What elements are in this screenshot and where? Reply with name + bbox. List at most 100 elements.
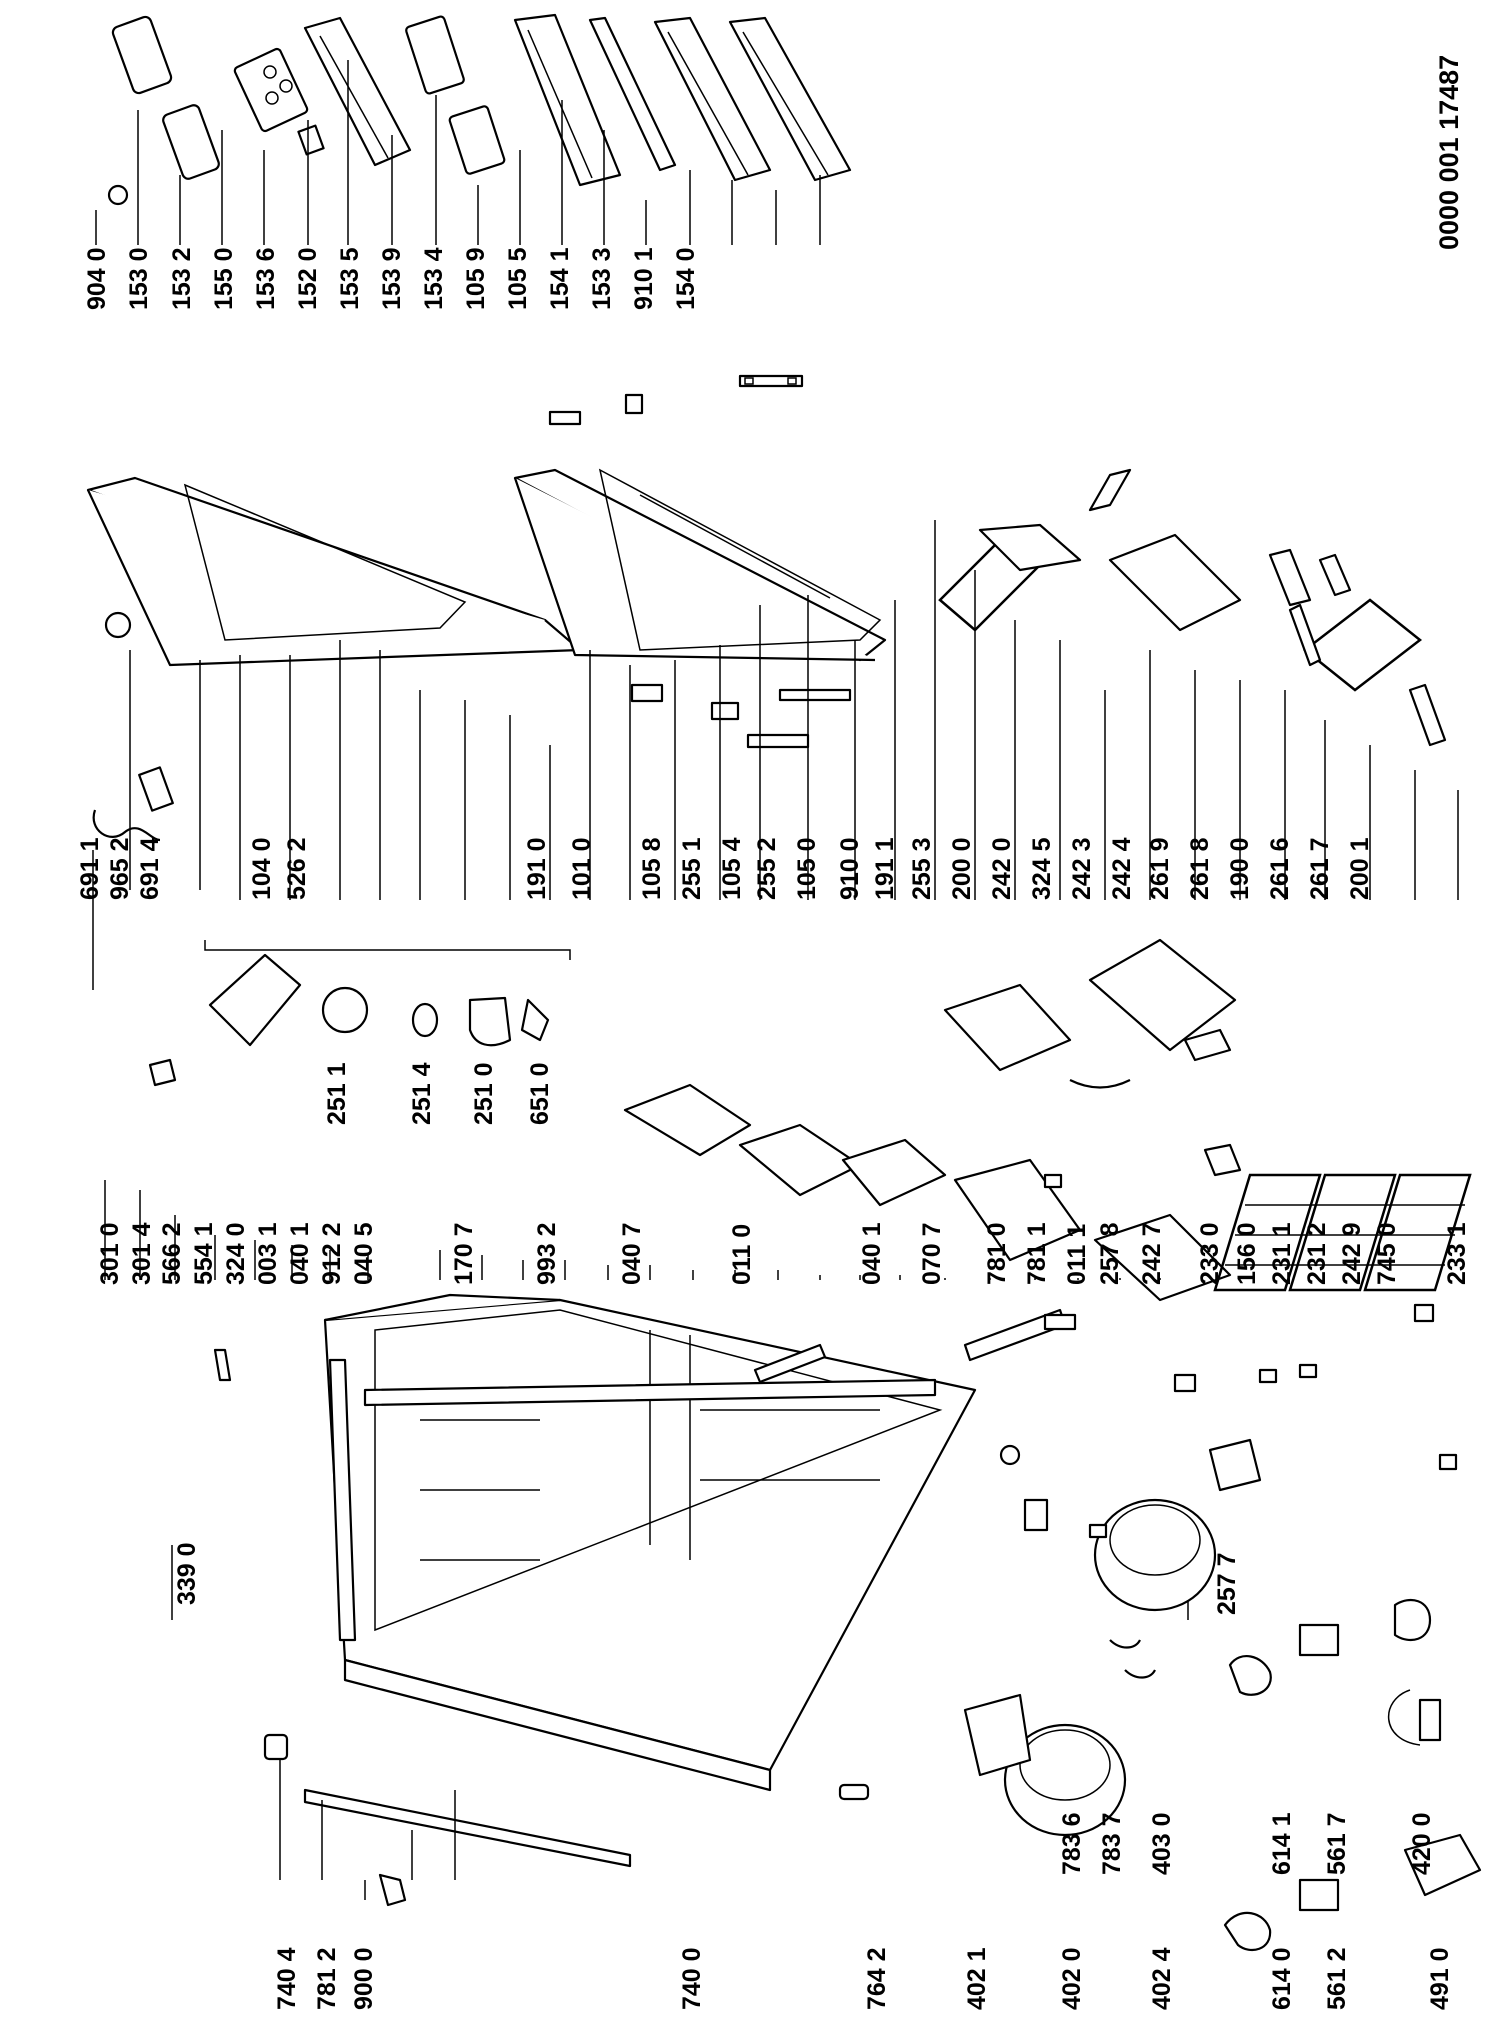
part-number-label: 402 0 — [1058, 1947, 1086, 2010]
part-number-label: 153 2 — [168, 247, 196, 310]
part-number-label: 257 8 — [1096, 1222, 1124, 1285]
part-number-label: 105 9 — [462, 247, 490, 310]
part-number-label: 403 0 — [1148, 1812, 1176, 1875]
part-number-label: 255 1 — [678, 837, 706, 900]
part-number-label: 745 0 — [1373, 1222, 1401, 1285]
part-number-label: 153 5 — [336, 247, 364, 310]
part-number-label: 783 6 — [1058, 1812, 1086, 1875]
part-number-label: 105 0 — [793, 837, 821, 900]
part-number-label: 156 0 — [1233, 1222, 1261, 1285]
part-number-label: 781 1 — [1023, 1222, 1051, 1285]
part-number-label: 261 8 — [1186, 837, 1214, 900]
part-number-label: 153 9 — [378, 247, 406, 310]
part-number-label: 561 7 — [1323, 1812, 1351, 1875]
part-number-label: 965 2 — [106, 837, 134, 900]
wire-racks — [1203, 1143, 1472, 1292]
lamp-fan-group — [92, 766, 571, 1047]
part-number-label: 740 0 — [678, 1947, 706, 2010]
part-number-label: 154 1 — [546, 247, 574, 310]
part-number-label: 255 3 — [908, 837, 936, 900]
part-number-label: 261 9 — [1146, 837, 1174, 900]
part-number-label: 104 0 — [248, 837, 276, 900]
part-number-label: 651 0 — [526, 1062, 554, 1125]
part-number-label: 191 0 — [523, 837, 551, 900]
part-number-label: 324 5 — [1028, 837, 1056, 900]
part-number-label: 301 0 — [96, 1222, 124, 1285]
part-number-label: 040 7 — [618, 1222, 646, 1285]
part-number-label: 105 4 — [718, 837, 746, 900]
part-number-label: 339 0 — [173, 1542, 201, 1605]
part-number-label: 190 0 — [1226, 837, 1254, 900]
part-number-label: 154 0 — [672, 247, 700, 310]
door-assemblies — [86, 468, 887, 749]
part-number-label: 233 0 — [1196, 1222, 1224, 1285]
part-number-label: 070 7 — [918, 1222, 946, 1285]
door-shelf-parts — [107, 13, 852, 426]
part-number-label: 153 4 — [420, 247, 448, 310]
part-number-label: 402 1 — [963, 1947, 991, 2010]
part-number-label: 242 0 — [988, 837, 1016, 900]
part-number-label: 153 3 — [588, 247, 616, 310]
refrigerator-cabinet — [323, 1293, 977, 1792]
part-number-label: 231 2 — [1303, 1222, 1331, 1285]
part-number-label: 251 1 — [323, 1062, 351, 1125]
part-number-label: 781 2 — [313, 1947, 341, 2010]
part-number-label: 233 1 — [1443, 1222, 1471, 1285]
part-number-label: 153 0 — [125, 247, 153, 310]
document-number: 0000 001 17487 — [1434, 55, 1464, 250]
part-number-label: 566 2 — [158, 1222, 186, 1285]
part-number-label: 420 0 — [1408, 1812, 1436, 1875]
part-number-label: 040 5 — [350, 1222, 378, 1285]
part-number-label: 011 0 — [728, 1224, 756, 1285]
part-number-label: 614 0 — [1268, 1947, 1296, 2010]
part-number-label: 170 7 — [450, 1222, 478, 1285]
part-number-label: 153 6 — [252, 247, 280, 310]
part-number-label: 912 2 — [318, 1222, 346, 1285]
part-number-label: 740 4 — [273, 1947, 301, 2010]
crisper-shelves — [938, 468, 1447, 747]
part-number-label: 301 4 — [128, 1222, 156, 1285]
part-number-label: 011 1 — [1063, 1224, 1091, 1285]
part-number-label: 691 4 — [136, 837, 164, 900]
part-number-label: 324 0 — [222, 1222, 250, 1285]
part-number-label: 257 7 — [1213, 1552, 1241, 1615]
part-number-label: 242 3 — [1068, 837, 1096, 900]
part-number-label: 105 5 — [504, 247, 532, 310]
part-number-label: 783 7 — [1098, 1812, 1126, 1875]
part-number-label: 255 2 — [753, 837, 781, 900]
part-number-label: 040 1 — [858, 1222, 886, 1285]
part-number-label: 152 0 — [294, 247, 322, 310]
part-number-label: 242 4 — [1108, 837, 1136, 900]
part-number-label: 561 2 — [1323, 1947, 1351, 2010]
part-number-label: 781 0 — [983, 1222, 1011, 1285]
compressor-components — [148, 1028, 1482, 1952]
freezer-drawers — [943, 938, 1237, 1302]
part-number-label: 402 4 — [1148, 1947, 1176, 2010]
part-number-label: 105 8 — [638, 837, 666, 900]
part-number-label: 200 1 — [1346, 837, 1374, 900]
part-number-label: 993 2 — [533, 1222, 561, 1285]
part-number-label: 003 1 — [254, 1222, 282, 1285]
part-number-label: 904 0 — [83, 247, 111, 310]
part-number-label: 251 4 — [408, 1062, 436, 1125]
part-number-label: 200 0 — [948, 837, 976, 900]
part-number-label: 764 2 — [863, 1947, 891, 2010]
part-number-label: 040 1 — [286, 1222, 314, 1285]
part-number-label: 242 9 — [1338, 1222, 1366, 1285]
part-number-label: 242 7 — [1138, 1222, 1166, 1285]
leader-lines — [92, 60, 1459, 1900]
part-number-label: 261 6 — [1266, 837, 1294, 900]
part-number-label: 261 7 — [1306, 837, 1334, 900]
part-number-label: 910 0 — [836, 837, 864, 900]
part-number-label: 231 1 — [1268, 1222, 1296, 1285]
part-number-label: 910 1 — [630, 247, 658, 310]
part-number-label: 491 0 — [1426, 1947, 1454, 2010]
part-number-label: 691 1 — [76, 837, 104, 900]
glass-shelves — [623, 1083, 947, 1207]
part-number-label: 251 0 — [470, 1062, 498, 1125]
part-number-label: 191 1 — [871, 837, 899, 900]
part-number-label: 101 0 — [568, 837, 596, 900]
part-number-label: 614 1 — [1268, 1812, 1296, 1875]
